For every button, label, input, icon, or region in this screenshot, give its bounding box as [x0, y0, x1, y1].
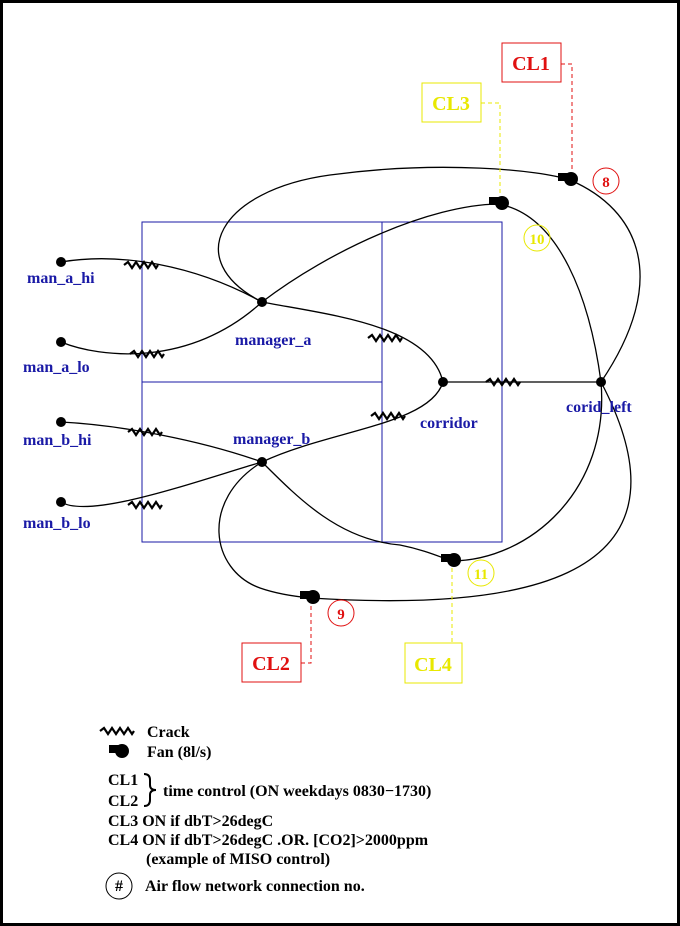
cl1-box — [501, 42, 562, 83]
cl3-label: CL3 — [432, 93, 470, 115]
conn-circle-11 — [467, 559, 495, 587]
conn-circle-8 — [592, 167, 620, 195]
node-corid-left — [596, 377, 606, 387]
legend-cl4-rule: CL4 ON if dbT>26degC .OR. [CO2]>2000ppm — [108, 832, 429, 849]
connection-numbers: 8 10 9 11 — [327, 167, 620, 627]
legend-hash-symbol: # — [115, 878, 123, 895]
label-man-a-hi: man_a_hi — [27, 270, 95, 287]
path-fan9-corid-left — [310, 381, 632, 602]
cl4-box — [404, 642, 463, 684]
path-manager-b-fan11 — [261, 461, 453, 562]
conn-label-11: 11 — [474, 567, 488, 583]
path-fan10-corid-left — [497, 203, 602, 383]
node-man-a-hi — [56, 257, 66, 267]
node-corridor — [438, 377, 448, 387]
path-manager-a-fan8 — [217, 166, 571, 303]
legend-time-control: time control (ON weekdays 0830−1730) — [163, 783, 431, 800]
cl1-label: CL1 — [512, 53, 550, 75]
node-man-b-lo — [56, 497, 66, 507]
label-corid-left: corid_left — [566, 399, 632, 416]
diagram-background — [3, 3, 677, 923]
path-manager-a-fan10 — [261, 203, 499, 303]
path-manager-a-corridor — [261, 301, 444, 383]
path-man-a-hi-manager-a — [60, 258, 263, 303]
leader-cl1 — [561, 63, 573, 170]
cl3-box — [421, 82, 482, 123]
path-man-b-lo-manager-b — [60, 461, 263, 508]
conn-circle-10 — [523, 224, 551, 252]
cl4-label: CL4 — [414, 654, 452, 676]
label-manager-a: manager_a — [235, 332, 311, 349]
conn-label-8: 8 — [602, 175, 610, 191]
label-manager-b: manager_b — [233, 431, 310, 448]
network-nodes — [56, 257, 606, 507]
control-boxes: CL1 CL3 CL2 CL4 — [241, 42, 562, 684]
conn-label-9: 9 — [337, 607, 345, 623]
legend-miso-note: (example of MISO control) — [146, 851, 330, 868]
legend-cl3-rule: CL3 ON if dbT>26degC — [108, 813, 273, 830]
cl2-box — [241, 642, 302, 683]
path-manager-b-fan9 — [218, 461, 312, 599]
node-manager-a — [257, 297, 267, 307]
legend-cl2-label: CL2 — [108, 793, 138, 810]
leader-cl2 — [301, 605, 312, 664]
node-manager-b — [257, 457, 267, 467]
cl2-label: CL2 — [252, 653, 290, 675]
path-fan11-corid-left — [451, 381, 603, 562]
control-leaders — [301, 63, 573, 664]
conn-label-10: 10 — [530, 232, 545, 248]
path-fan8-corid-left — [569, 179, 641, 383]
leader-cl3 — [481, 102, 501, 194]
legend-brace — [143, 773, 157, 807]
legend-fan-label: Fan (8l/s) — [147, 744, 211, 761]
legend-crack-label: Crack — [147, 724, 190, 741]
path-manager-b-corridor — [261, 381, 444, 463]
label-man-b-lo: man_b_lo — [23, 515, 91, 532]
label-man-a-lo: man_a_lo — [23, 359, 90, 376]
legend-connection-circle-icon — [105, 872, 133, 900]
node-labels: man_a_hi man_a_lo man_b_hi man_b_lo mana… — [23, 270, 632, 532]
conn-circle-9 — [327, 599, 355, 627]
legend: Crack Fan (8l/s) CL1 CL2 time control (O… — [98, 724, 431, 900]
flow-paths — [60, 166, 641, 602]
node-man-b-hi — [56, 417, 66, 427]
label-man-b-hi: man_b_hi — [23, 432, 92, 449]
node-man-a-lo — [56, 337, 66, 347]
legend-connection-label: Air flow network connection no. — [145, 878, 365, 895]
legend-cl1-label: CL1 — [108, 772, 138, 789]
label-corridor: corridor — [420, 415, 478, 432]
